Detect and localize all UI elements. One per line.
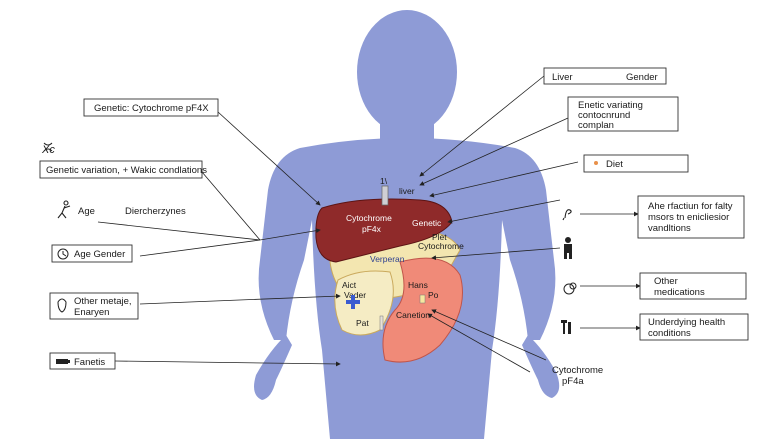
person-walking-icon xyxy=(57,200,71,219)
vader-label: Vader xyxy=(344,290,366,300)
diet-dot-icon xyxy=(594,161,598,165)
pat-label: Pat xyxy=(356,318,369,328)
other-metabolic-label-1: Other metaje, xyxy=(74,296,132,307)
pill-icon xyxy=(563,282,577,295)
battery-icon xyxy=(56,359,70,364)
liver-organ xyxy=(315,198,453,263)
liver-label: Liver xyxy=(552,72,573,83)
blue-cross-icon xyxy=(346,295,360,309)
genetic-variation-label: Genetic variation, + Wakic condlations xyxy=(46,165,207,176)
age-gender-label: Age Gender xyxy=(74,249,125,260)
cytochrome-organ-right-label: Cytochrome xyxy=(418,241,464,251)
canetion-label: Canetion xyxy=(396,310,430,320)
aict-label: Aict xyxy=(342,280,357,290)
hans-label: Hans xyxy=(408,280,428,290)
age-label: Age xyxy=(78,206,95,217)
organs-group xyxy=(315,185,463,363)
fanetis-label: Fanetis xyxy=(74,357,105,368)
cytochrome-bottom-label-1: Cytochrome xyxy=(552,365,603,376)
gene-icon xyxy=(562,209,572,221)
xc-label: Xc xyxy=(41,144,55,156)
enetic-label-3: complan xyxy=(578,120,614,131)
organ-probe-icon xyxy=(379,315,384,331)
fraction-label-1: Ahe rfactiun for falty xyxy=(648,201,733,212)
underlying-conditions-label-2: conditions xyxy=(648,328,691,339)
enetic-label-1: Enetic variating xyxy=(578,100,643,111)
organ-icon xyxy=(57,298,67,313)
verperan-label: Verperan xyxy=(370,254,405,264)
liver-top-label: liver xyxy=(399,186,415,196)
connector-lines xyxy=(97,75,641,373)
fork-knife-icon xyxy=(561,320,571,334)
genetic-cyp-label: Genetic: Cytochrome pF4X xyxy=(94,103,209,114)
liver-top-num: 1\ xyxy=(380,176,388,186)
left-label-boxes xyxy=(39,98,219,370)
organ-marker-icon xyxy=(419,294,426,304)
other-medications-label-2: medications xyxy=(654,287,705,298)
clock-icon xyxy=(57,248,69,260)
human-figure-icon xyxy=(564,237,572,259)
gender-label: Gender xyxy=(626,72,658,83)
enetic-label-2: contocnrund xyxy=(578,110,630,121)
dna-icon xyxy=(43,142,53,152)
underlying-conditions-label-1: Underdying health xyxy=(648,317,725,328)
other-medications-label-1: Other xyxy=(654,276,678,287)
fraction-label-2: msors tn enicliesior xyxy=(648,212,729,223)
other-metabolic-label-2: Enaryen xyxy=(74,307,109,318)
gallbladder-tube xyxy=(381,185,389,206)
cytochrome-liver-label-1: Cytochrome xyxy=(346,213,392,223)
right-label-boxes xyxy=(543,67,749,341)
diet-label: Diet xyxy=(606,159,623,170)
fraction-label-3: vandltions xyxy=(648,223,691,234)
dierchenzynes-label: Diercherzynes xyxy=(125,206,186,217)
intestine-region xyxy=(382,257,463,363)
cytochrome-liver-label-2: pF4x xyxy=(362,224,382,234)
plet-organ-label: Plet xyxy=(432,232,447,242)
genetic-organ-label: Genetic xyxy=(412,218,442,228)
po-label: Po xyxy=(428,290,439,300)
cytochrome-bottom-label-2: pF4a xyxy=(562,376,584,387)
